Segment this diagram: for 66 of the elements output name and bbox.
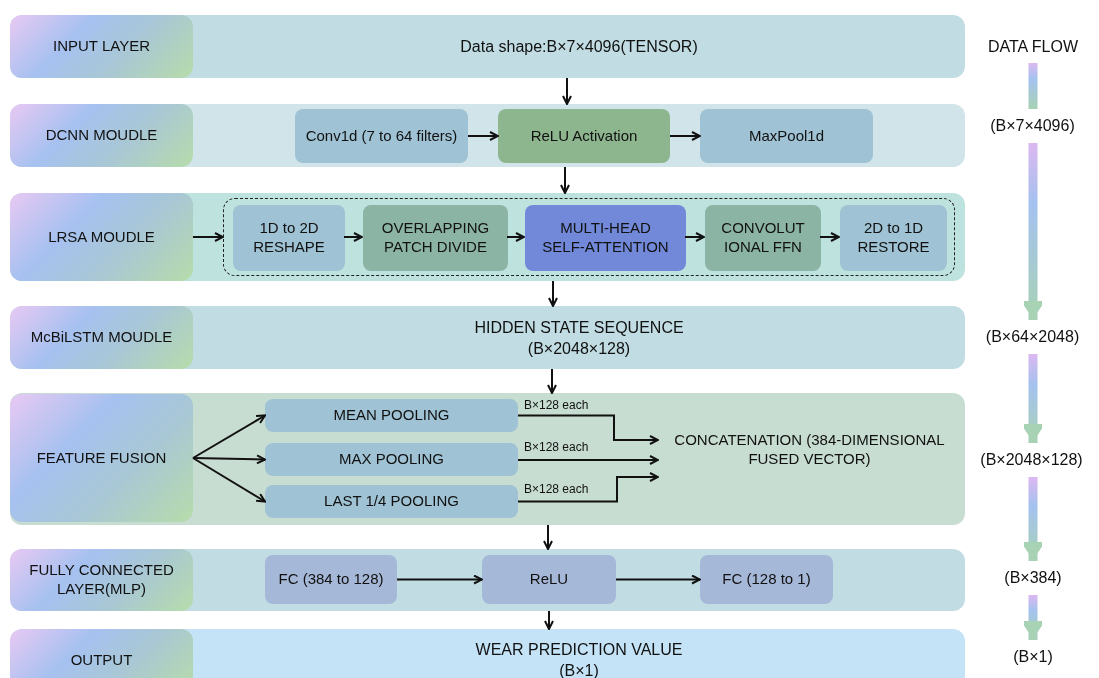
arrow [684,232,705,242]
data-flow-arrow [1021,595,1045,640]
edge-label: B×128 each [524,482,589,496]
arrow [506,232,525,242]
row-label: OUTPUT [10,629,193,678]
data-flow-arrow [1021,143,1045,320]
concatenation-text: CONCATENATION (384-DIMENSIONAL FUSED VECTOR) [658,425,961,475]
band-text: Data shape:B×7×4096(TENSOR) [460,37,698,57]
process-box: FC (384 to 128) [265,555,397,604]
process-box: 2D to 1D RESTORE [840,205,947,271]
process-box: MEAN POOLING [265,399,518,432]
arrow [192,414,266,459]
output-band [10,629,965,678]
arrow [819,232,840,242]
process-box: MULTI-HEAD SELF-ATTENTION [525,205,686,271]
arrow [517,472,659,503]
shape-label: (B×2048×128) [964,446,1099,474]
shape-label: (B×64×2048) [966,323,1099,351]
process-box: ReLU [482,555,616,604]
dashed-group-box [223,198,955,276]
arrow [517,455,659,465]
arrow [548,280,558,307]
row-label: DCNN MOUDLE [10,104,193,167]
arrow [543,524,553,550]
row-label: McBiLSTM MOUDLE [10,306,193,369]
arrow [562,77,572,105]
arrow [192,454,266,465]
edge-label: B×128 each [524,398,589,412]
arrow [192,232,224,242]
process-box: FC (128 to 1) [700,555,833,604]
arrow [544,610,554,630]
data-flow-arrow [1021,477,1045,561]
lrsa-band [10,193,965,281]
row-label: FEATURE FUSION [10,394,193,522]
arrow [343,232,363,242]
data-flow-heading: DATA FLOW [972,33,1094,60]
arrow [517,414,659,445]
row-label: LRSA MOUDLE [10,193,193,281]
feature-fusion-band [10,393,965,525]
process-box: CONVOLUT IONAL FFN [705,205,821,271]
arrow [192,457,266,503]
mcbilstm-band [10,306,965,369]
row-label: FULLY CONNECTED LAYER(MLP) [10,549,193,611]
process-box: MAX POOLING [265,443,518,476]
arrow [615,574,701,585]
arrow [547,368,557,394]
dcnn-band [10,104,965,167]
process-box: 1D to 2D RESHAPE [233,205,345,271]
arrow [669,131,701,141]
process-box: MaxPool1d [700,109,873,163]
arrow [560,166,570,194]
process-box: Conv1d (7 to 64 filters) [295,109,468,163]
process-box: ReLU Activation [498,109,670,163]
fully-connected-band [10,549,965,611]
edge-label: B×128 each [524,440,589,454]
process-box: OVERLAPPING PATCH DIVIDE [363,205,508,271]
input-layer-band [10,15,965,78]
shape-label: (B×1) [985,643,1081,671]
band-text: HIDDEN STATE SEQUENCE (B×2048×128) [473,317,685,359]
row-label: INPUT LAYER [10,15,193,78]
shape-label: (B×384) [980,564,1086,592]
arrow [396,574,483,585]
process-box: LAST 1/4 POOLING [265,485,518,518]
shape-label: (B×7×4096) [966,112,1099,140]
arrow [467,131,499,141]
data-flow-arrow [1021,354,1045,443]
